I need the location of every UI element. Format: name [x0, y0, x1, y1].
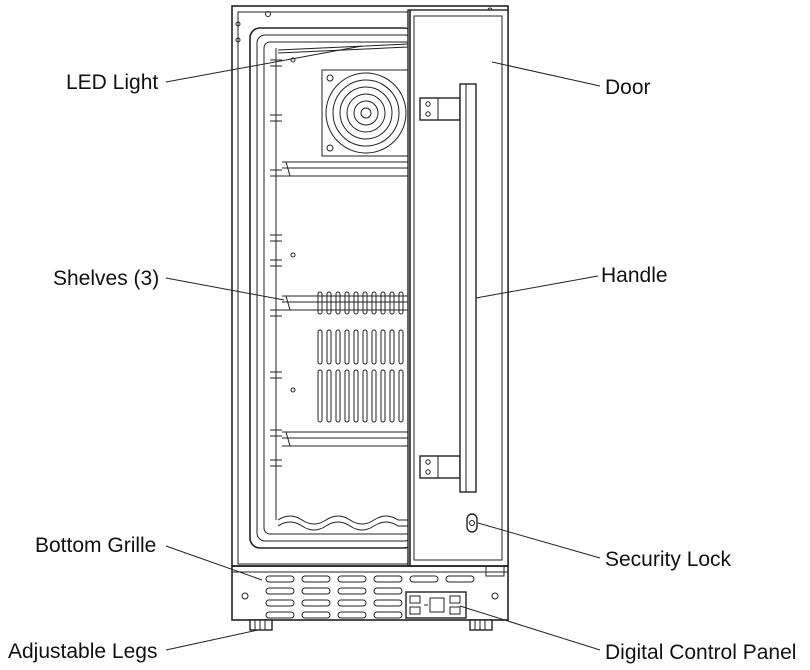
shelf-rails	[270, 48, 282, 520]
rear-vent	[317, 291, 404, 423]
label-adjustable-legs: Adjustable Legs	[8, 640, 157, 663]
bottom-grille	[265, 575, 475, 619]
label-door: Door	[605, 76, 651, 99]
upper-hinge	[419, 97, 461, 121]
fan-icon	[321, 69, 409, 157]
label-handle: Handle	[601, 264, 668, 287]
handle	[459, 83, 477, 493]
lower-hinge	[419, 455, 461, 479]
label-shelves: Shelves (3)	[53, 267, 159, 290]
control-panel	[405, 591, 467, 619]
label-digital-control-panel: Digital Control Panel	[605, 641, 796, 664]
label-security-lock: Security Lock	[605, 548, 732, 571]
bottle-rack	[277, 515, 408, 531]
label-bottom-grille: Bottom Grille	[35, 534, 156, 557]
shelf-top	[282, 161, 408, 177]
door	[407, 9, 509, 567]
label-led-light: LED Light	[66, 71, 158, 94]
leader-lines	[165, 45, 601, 651]
led-light	[277, 43, 409, 54]
interior-liner	[249, 27, 415, 549]
adjustable-legs	[249, 619, 493, 631]
security-lock-icon	[466, 513, 478, 533]
shelf-bottom	[282, 431, 408, 447]
base	[231, 565, 509, 621]
